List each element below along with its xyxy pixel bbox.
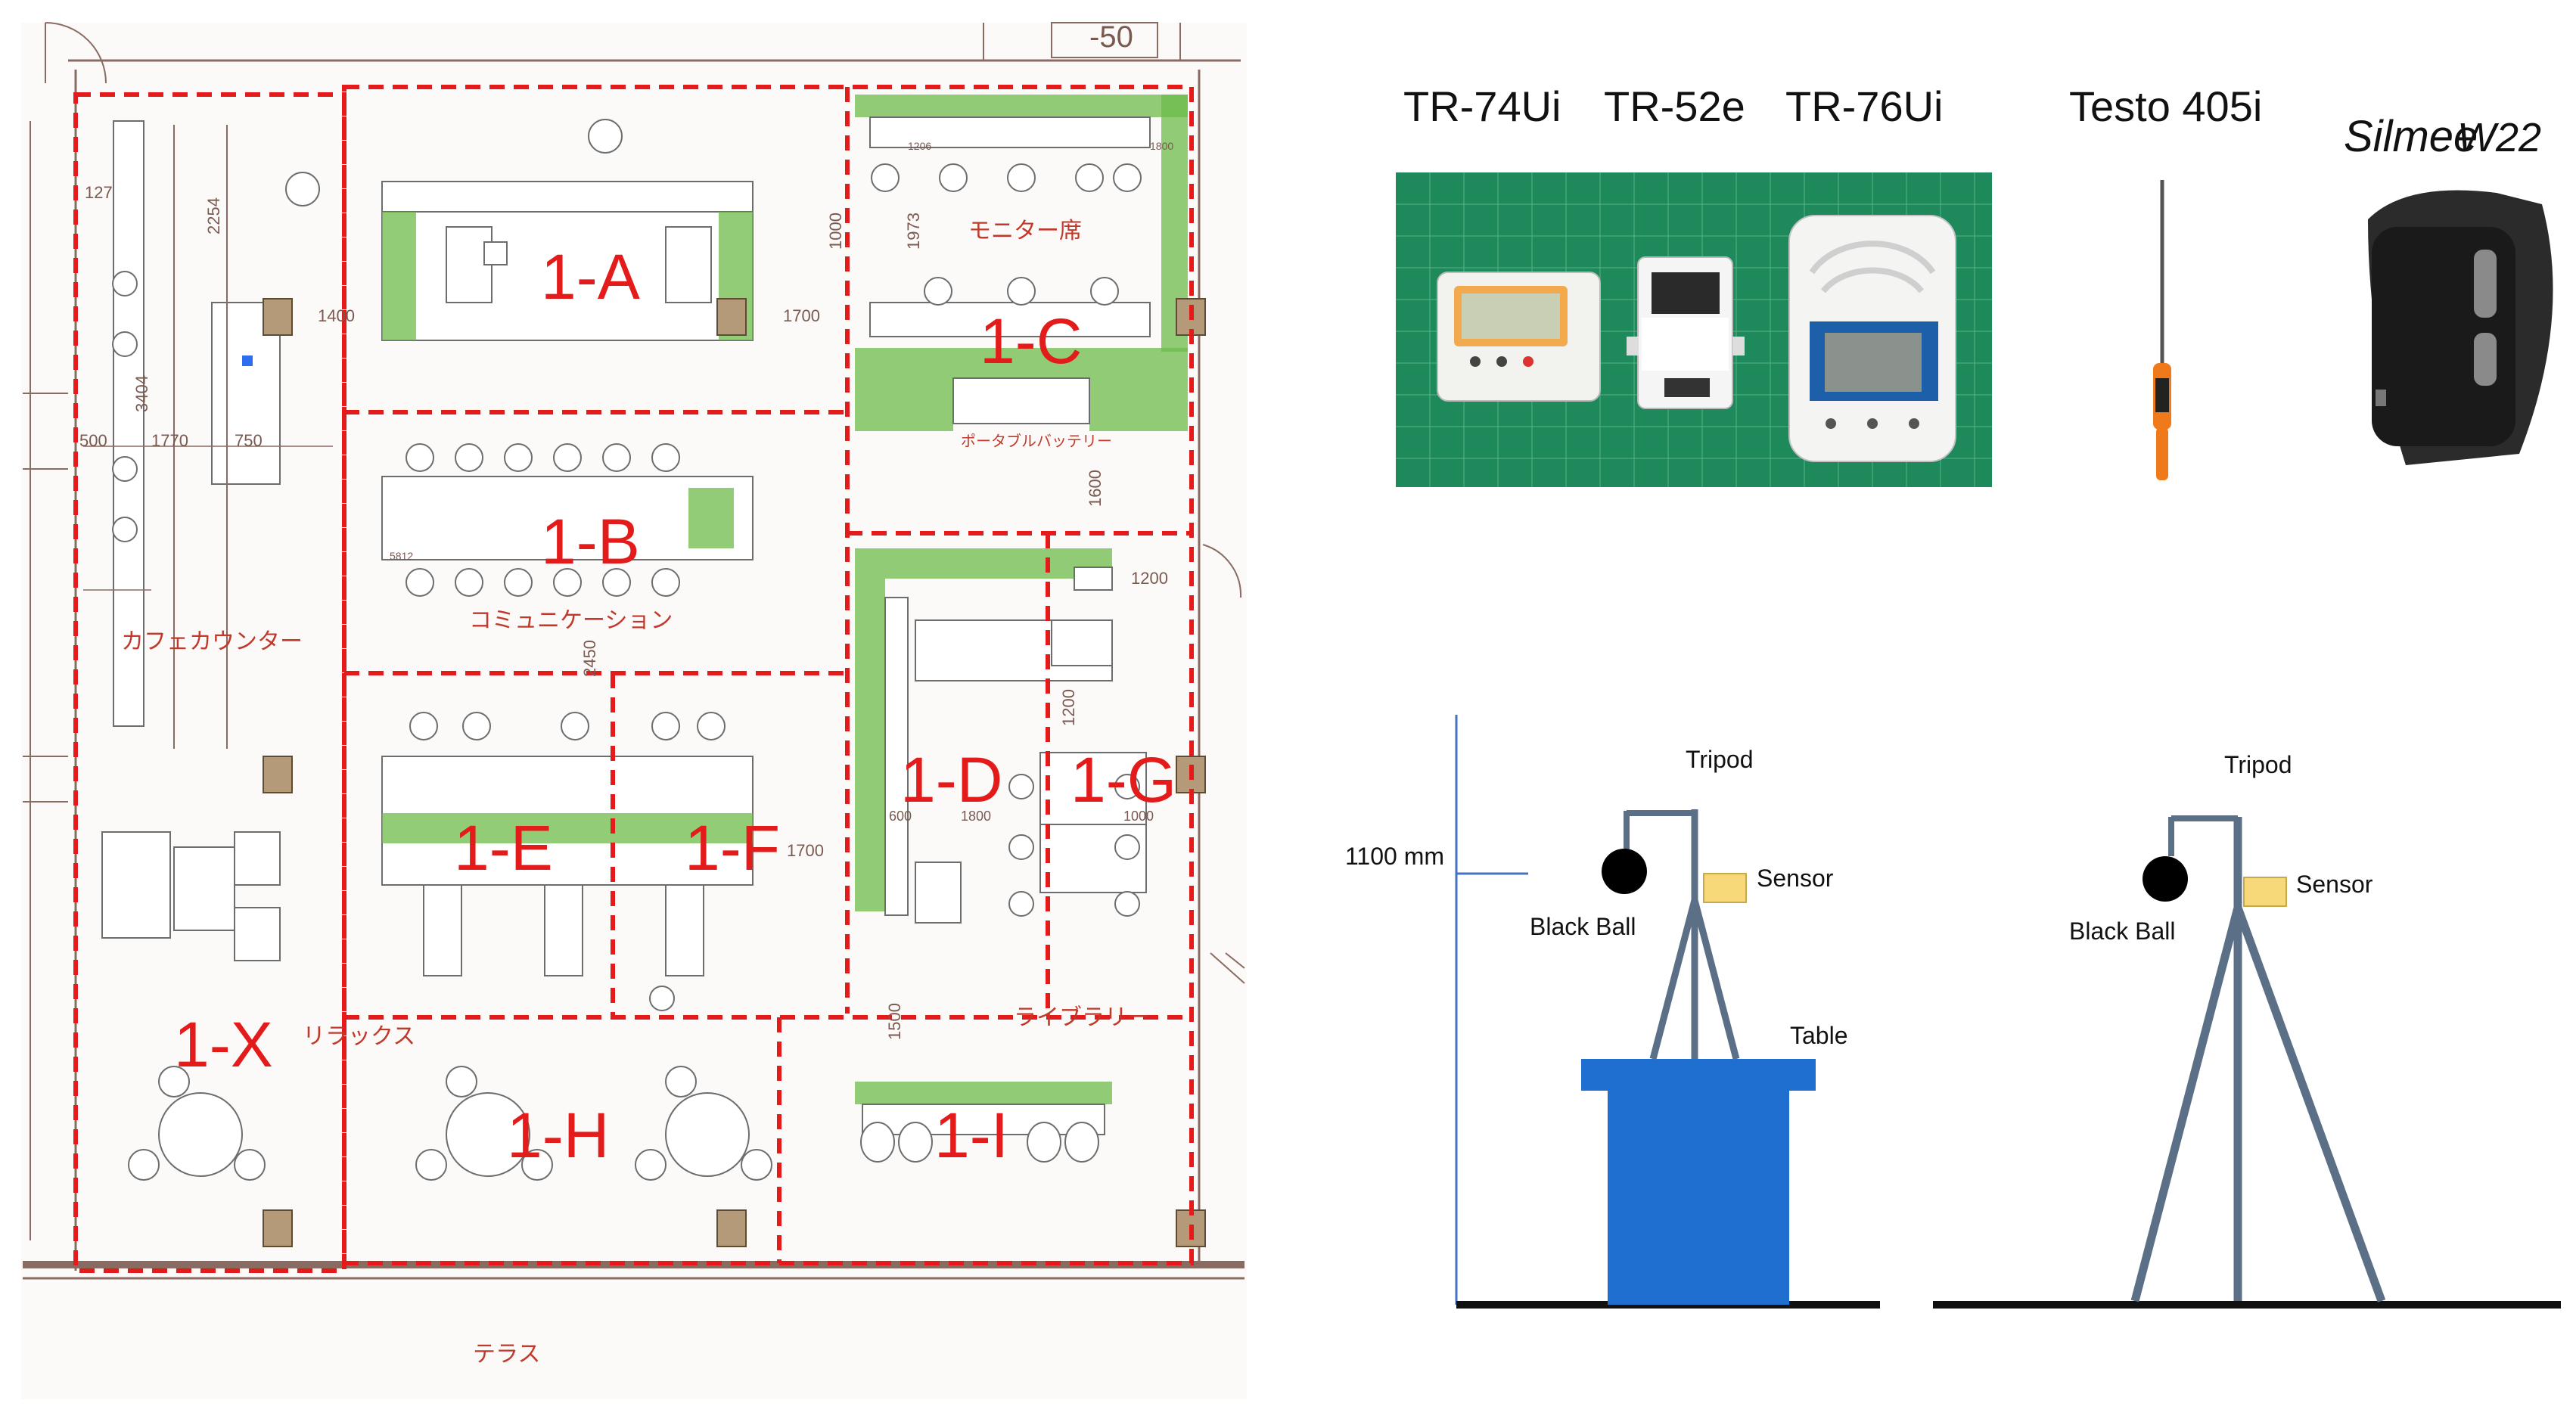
dim-1500: 1500 <box>885 1003 904 1040</box>
setup-left: Tripod Sensor Black Ball Table <box>1530 746 1848 1305</box>
zone-1h-1i-furniture <box>128 1066 1112 1181</box>
tripod-label-right: Tripod <box>2224 751 2292 778</box>
zone-label-1i: 1-I <box>934 1100 1008 1171</box>
zone-label-1e: 1-E <box>454 812 553 883</box>
dim-1000: 1000 <box>826 213 845 250</box>
tripod-leg <box>1649 899 1698 1060</box>
device-name-tr76ui: TR-76Ui <box>1785 82 1943 130</box>
tripod-label-left: Tripod <box>1686 746 1754 773</box>
zone-label-1f: 1-F <box>685 812 780 883</box>
silmee-w22: Silmee W22 <box>2344 112 2553 465</box>
zone-label-1g: 1-G <box>1070 744 1176 815</box>
setup-right: Tripod Sensor Black Ball <box>2069 751 2386 1302</box>
communication-label: コミュニケーション <box>469 607 673 634</box>
relax-label: リラックス <box>303 1023 415 1050</box>
dim-1973: 1973 <box>904 213 923 250</box>
height-label: 1100 mm <box>1345 843 1444 870</box>
terrace-label: テラス <box>473 1341 540 1368</box>
zone-1e-1f-furniture <box>381 712 754 1011</box>
zone-label-1h: 1-H <box>507 1100 609 1171</box>
zone-1a-furniture <box>285 119 754 341</box>
dim-1700-a: 1700 <box>783 306 820 325</box>
dim-127: 127 <box>85 183 113 202</box>
zone-1b-furniture <box>381 443 754 597</box>
sensor-box <box>2243 877 2287 907</box>
device-photo <box>1396 172 1992 487</box>
pillar <box>263 1209 293 1247</box>
zone-label-1x: 1-X <box>174 1009 273 1080</box>
black-ball-label-left: Black Ball <box>1530 913 1636 940</box>
zone-label-1a: 1-A <box>541 241 640 312</box>
pillar <box>263 756 293 793</box>
tripod-leg <box>2233 906 2386 1302</box>
silmee-model: W22 <box>2457 115 2541 160</box>
sensor-box <box>1703 873 1747 903</box>
tr76ui-device <box>1788 215 1956 462</box>
pillar <box>716 1209 747 1247</box>
zone-label-1b: 1-B <box>541 506 640 577</box>
device-name-tr52e: TR-52e <box>1604 82 1745 130</box>
sensor-label-left: Sensor <box>1757 865 1834 892</box>
device-panel: TR-74Ui TR-52e TR-76Ui Testo 405i <box>1396 82 2553 487</box>
top-room-label: -50 <box>1089 20 1133 54</box>
library-label: ライブラリー <box>1014 1004 1150 1031</box>
cafe-counter-label: カフェカウンター <box>121 629 303 655</box>
dim-750: 750 <box>235 431 263 450</box>
dim-1800-b: 1800 <box>961 809 991 824</box>
zone-label-1d: 1-D <box>900 744 1002 815</box>
zone-labels: 1-A 1-B 1-C 1-D 1-E 1-F 1-G 1-H 1-I 1-X <box>174 241 1176 1171</box>
monitor-seat-label: モニター席 <box>968 218 1082 244</box>
tr74ui-device <box>1437 272 1601 402</box>
black-ball-label-right: Black Ball <box>2069 917 2176 945</box>
black-ball <box>2143 856 2188 902</box>
cafe-counter <box>83 120 333 961</box>
device-name-testo405i: Testo 405i <box>2069 82 2262 130</box>
sensor-label-right: Sensor <box>2296 871 2373 898</box>
dim-1400: 1400 <box>318 306 355 325</box>
tripod-leg <box>1691 899 1740 1060</box>
dim-1770: 1770 <box>151 431 188 450</box>
tr52e-device <box>1627 256 1745 409</box>
zone-1d-1g-furniture <box>855 548 1147 924</box>
pillar <box>263 298 293 336</box>
dim-1206: 1206 <box>908 140 931 152</box>
dim-3404: 3404 <box>132 375 151 412</box>
device-name-tr74ui: TR-74Ui <box>1403 82 1561 130</box>
dim-2450: 2450 <box>580 640 599 677</box>
dim-1700-b: 1700 <box>787 841 824 860</box>
portable-battery-label: ポータブルバッテリー <box>961 432 1112 450</box>
dim-1600: 1600 <box>1086 470 1105 507</box>
dim-600: 600 <box>889 809 912 824</box>
zone-label-1c: 1-C <box>980 306 1082 377</box>
dim-1200-b: 1200 <box>1059 689 1078 726</box>
dimension-labels: 127 2254 1400 1700 1000 1973 1206 1800 5… <box>79 140 1173 1040</box>
testo-405i-probe <box>2153 180 2171 480</box>
room-labels: カフェカウンター コミュニケーション モニター席 ポータブルバッテリー リラック… <box>121 218 1150 1368</box>
dim-500: 500 <box>79 431 107 450</box>
zone-1c-furniture <box>855 95 1188 431</box>
dim-2254: 2254 <box>204 197 223 234</box>
top-room-box <box>1051 22 1158 58</box>
pillar <box>716 298 747 336</box>
zone-main-boundary <box>342 85 1194 1265</box>
tripod-leg <box>2130 906 2242 1302</box>
setup-diagram: 1100 mm Tripod Sensor Black Ball Table <box>1345 715 2561 1309</box>
zone-boundaries <box>73 85 1194 1273</box>
dim-5812: 5812 <box>390 550 413 562</box>
table-top <box>1581 1059 1816 1091</box>
dim-1200-a: 1200 <box>1131 569 1168 588</box>
floor-plan: -50 <box>21 20 1247 1399</box>
table-label: Table <box>1790 1022 1848 1049</box>
table-base <box>1608 1091 1789 1305</box>
black-ball <box>1602 849 1647 894</box>
silmee-brand: Silmee <box>2344 112 2478 161</box>
dim-1800: 1800 <box>1150 140 1173 152</box>
dim-1000-b: 1000 <box>1123 809 1154 824</box>
